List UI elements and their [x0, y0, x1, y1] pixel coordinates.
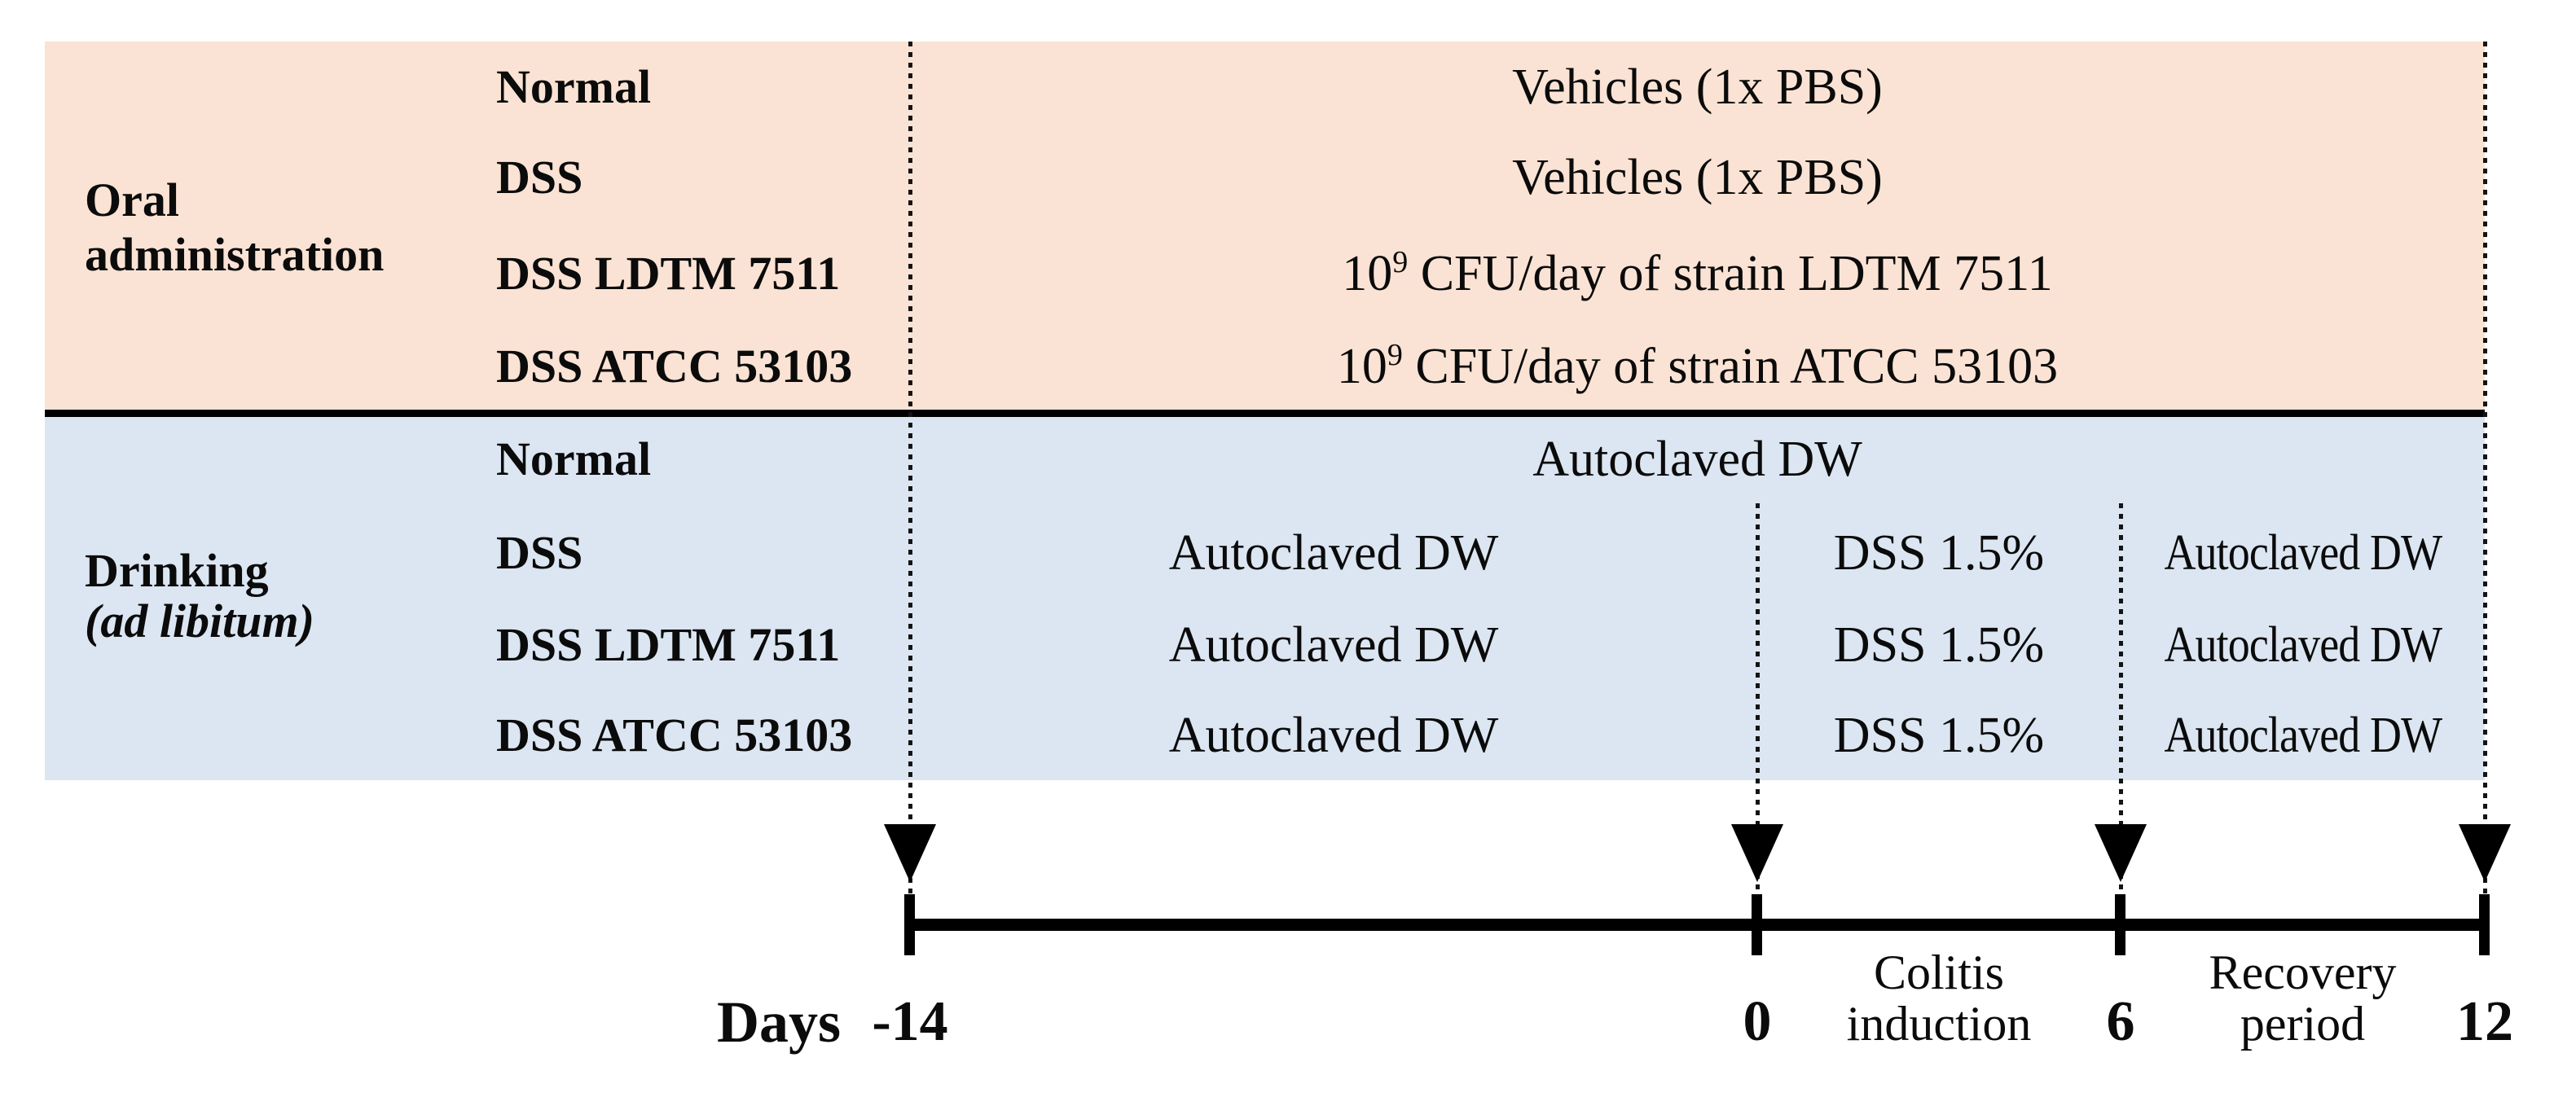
timeline-tick [1752, 894, 1762, 955]
dotted-line-day-6 [2119, 503, 2123, 893]
group-label: DSS [496, 151, 583, 204]
day-number: 6 [2106, 990, 2135, 1053]
superscript: 9 [1392, 245, 1409, 279]
drinking-section-background [45, 417, 2485, 780]
drinking-recovery-label: Autoclaved DW [2121, 527, 2485, 579]
treatment-text: 10 [1336, 339, 1387, 394]
phase-label-line1: Colitis [1873, 946, 2005, 999]
treatment-text: Autoclaved DW [2164, 525, 2442, 581]
phase-label-line2: period [2240, 997, 2366, 1051]
day-number: 0 [1743, 990, 1772, 1053]
drinking-pre-label: Autoclaved DW [1168, 525, 1499, 581]
drinking-induction-label: DSS 1.5% [1833, 617, 2045, 673]
drinking-treatment-label: Autoclaved DW [1532, 432, 1862, 487]
group-label: Normal [496, 432, 652, 485]
oral-section-background [45, 42, 2485, 410]
group-label: DSS ATCC 53103 [496, 340, 853, 393]
dotted-line-day-0 [1756, 503, 1760, 893]
drinking-recovery-label: Autoclaved DW [2121, 619, 2485, 671]
drinking-induction-label: DSS 1.5% [1833, 708, 2045, 763]
drinking-recovery-label: Autoclaved DW [2121, 709, 2485, 761]
oral-header-line2: administration [85, 228, 385, 281]
dotted-line-day-12 [2483, 42, 2487, 893]
drinking-section-header: Drinking (ad libitum) [85, 546, 314, 647]
treatment-text: Autoclaved DW [2164, 617, 2442, 673]
timeline-arrow-icon [2459, 824, 2511, 882]
drinking-pre-label: Autoclaved DW [1168, 617, 1499, 673]
superscript: 9 [1387, 338, 1403, 372]
group-label: DSS ATCC 53103 [496, 709, 853, 761]
oral-treatment-label: Vehicles (1x PBS) [910, 151, 2485, 204]
oral-treatment-label: 109 CFU/day of strain LDTM 7511 [910, 245, 2485, 301]
timeline-arrow-icon [1731, 824, 1783, 882]
dotted-line-day-minus14 [908, 42, 912, 893]
drinking-header-line1: Drinking [85, 544, 269, 597]
oral-section-header: Oral administration [85, 173, 384, 282]
treatment-text: CFU/day of strain ATCC 53103 [1402, 339, 2059, 394]
oral-header-line1: Oral [85, 173, 179, 226]
treatment-text: 10 [1342, 246, 1393, 301]
day-number: -14 [872, 990, 948, 1053]
oral-treatment-label: Vehicles (1x PBS) [910, 61, 2485, 113]
days-axis-label: Days [716, 990, 841, 1055]
group-label: DSS LDTM 7511 [496, 618, 841, 671]
timeline-tick [2115, 894, 2125, 955]
timeline-axis-bar [910, 919, 2485, 931]
oral-treatment-label: 109 CFU/day of strain ATCC 53103 [910, 340, 2485, 393]
timeline-tick [904, 894, 915, 955]
timeline-arrow-icon [2095, 824, 2147, 882]
drinking-header-line2: (ad libitum) [85, 595, 314, 647]
drinking-pre-label: Autoclaved DW [1168, 708, 1499, 763]
treatment-text: Vehicles (1x PBS) [1512, 150, 1883, 205]
group-label: Normal [496, 60, 652, 113]
section-divider-line [45, 410, 2485, 417]
phase-label-line2: induction [1846, 997, 2032, 1051]
phase-label-recovery-period: Recovery period [2121, 947, 2485, 1050]
treatment-text: CFU/day of strain LDTM 7511 [1408, 246, 2053, 301]
treatment-text: Vehicles (1x PBS) [1512, 59, 1883, 115]
group-label: DSS LDTM 7511 [496, 247, 841, 300]
day-number: 12 [2456, 990, 2513, 1053]
phase-label-colitis-induction: Colitis induction [1757, 947, 2121, 1050]
phase-label-line1: Recovery [2209, 946, 2397, 999]
timeline-tick [2479, 894, 2490, 955]
timeline-arrow-icon [884, 824, 936, 882]
treatment-text: Autoclaved DW [2164, 708, 2442, 763]
group-label: DSS [496, 526, 583, 579]
drinking-induction-label: DSS 1.5% [1833, 525, 2045, 581]
